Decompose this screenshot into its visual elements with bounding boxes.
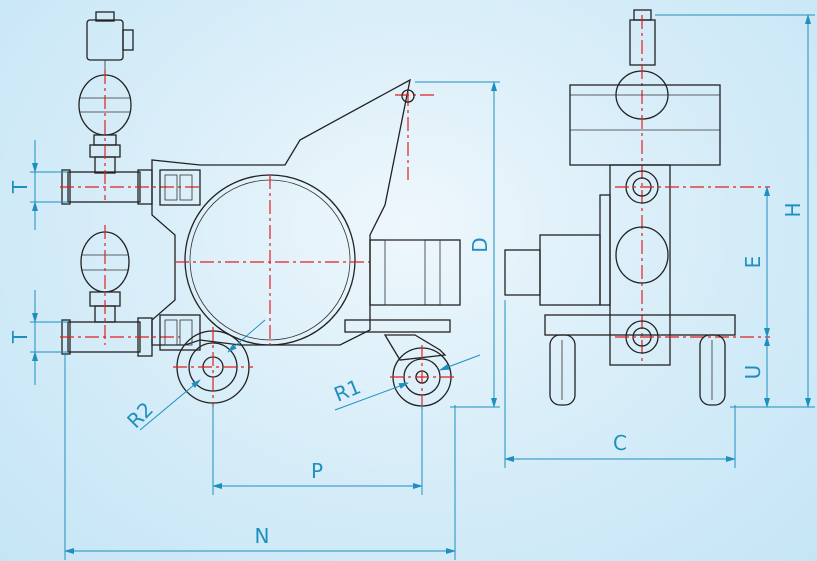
side-view bbox=[60, 11, 461, 410]
dim-label-p: P bbox=[311, 459, 323, 483]
dim-label-t-upper: T bbox=[8, 180, 32, 194]
dim-label-t-lower: T bbox=[8, 330, 32, 344]
dim-label-n: N bbox=[255, 524, 270, 548]
dim-label-r1: R1 bbox=[331, 374, 365, 406]
dim-label-c: C bbox=[613, 431, 627, 455]
dim-label-r2: R2 bbox=[122, 397, 158, 433]
front-view-dimensions: H E U C bbox=[504, 14, 815, 468]
dim-label-d: D bbox=[468, 237, 492, 252]
dim-label-h: H bbox=[781, 202, 805, 217]
dim-label-u: U bbox=[741, 365, 765, 380]
side-view-dimensions: T T D R2 R1 P N bbox=[8, 81, 500, 560]
dim-label-e: E bbox=[741, 256, 765, 269]
front-view bbox=[504, 9, 770, 406]
